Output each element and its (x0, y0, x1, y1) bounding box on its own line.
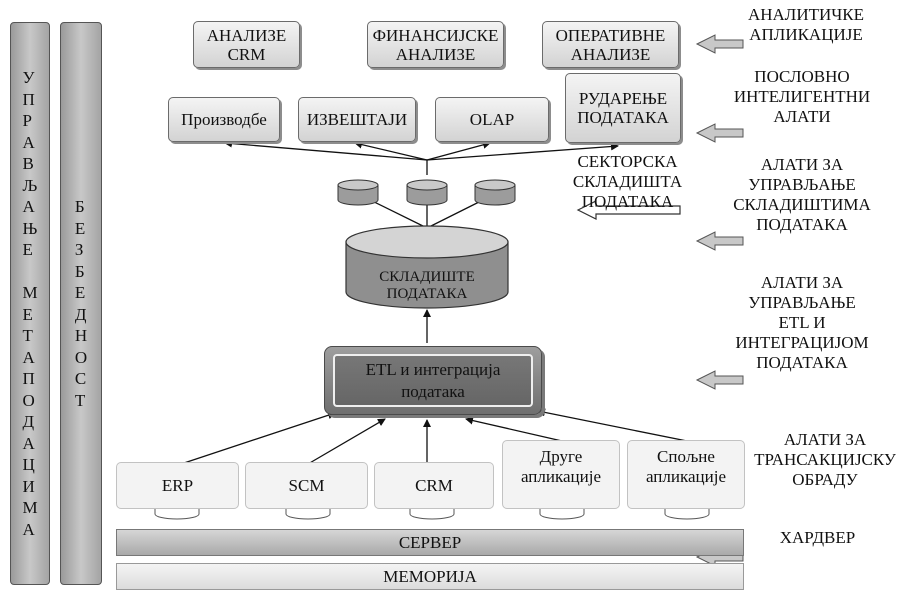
security-letter: Д (74, 304, 87, 324)
source-crm-label: CRM (415, 476, 453, 495)
security-letter: Е (74, 283, 86, 302)
source-external-apps: Спољне апликације (627, 440, 745, 509)
metadata_management-letter: А (22, 433, 35, 453)
app-financial-analysis: ФИНАНСИЈСКЕ АНАЛИЗЕ (367, 21, 504, 68)
security-letter: Б (74, 197, 85, 216)
layer-label-warehouse-tools: АЛАТИ ЗА УПРАВЉАЊЕ СКЛАДИШТИМА ПОДАТАКА (733, 155, 871, 234)
source-other-apps: Друге апликације (502, 440, 620, 509)
security-letter: З (74, 240, 84, 259)
metadata_management-letter: А (22, 132, 35, 152)
metadata_management-letter: О (22, 390, 35, 410)
data-marts-label: СЕКТОРСКА СКЛАДИШТА ПОДАТАКА (572, 152, 683, 211)
bi-tool-data-mining: РУДАРЕЊЕ ПОДАТАКА (565, 73, 681, 143)
metadata_management-letter: П (22, 369, 35, 388)
bi-tool-reports: Производбе (168, 97, 280, 142)
security-letter: Б (74, 261, 85, 281)
metadata_management-letter: У (22, 68, 35, 87)
metadata_management-letter: А (22, 347, 35, 367)
security-letter: Н (74, 326, 88, 345)
source-crm: CRM (374, 462, 494, 509)
metadata_management-letter: Љ (22, 175, 38, 195)
layer-label-transaction-tools: АЛАТИ ЗА ТРАНСАКЦИЈСКУ ОБРАДУ (754, 430, 896, 489)
metadata_management-letter: Е (22, 240, 33, 259)
metadata_management-letter: Е (22, 304, 33, 324)
layer-label-analytic-apps: АНАЛИТИЧКЕ АПЛИКАЦИЈЕ (747, 5, 865, 44)
data-warehouse-label: СКЛАДИШТЕ ПОДАТАКА (379, 269, 475, 302)
layer-label-etl-tools: АЛАТИ ЗА УПРАВЉАЊЕ ETL И ИНТЕГРАЦИЈОМ ПО… (735, 273, 869, 372)
source-scm-label: SCM (288, 476, 325, 495)
app-crm-analysis: АНАЛИЗЕ CRM (193, 21, 300, 68)
source-external-apps-label: Спољне апликације (645, 447, 726, 486)
metadata_management-letter: В (22, 154, 34, 173)
metadata_management-letter: Ц (22, 455, 35, 474)
security-letter: С (74, 369, 87, 388)
etl-integration-block: ETL и интеграција података (324, 346, 542, 415)
memory-bar: МЕМОРИЈА (116, 563, 744, 590)
security-letter: Т (74, 390, 86, 410)
metadata_management-letter: А (22, 519, 35, 539)
source-erp-label: ERP (161, 476, 194, 495)
metadata_management-letter: П (22, 89, 35, 109)
metadata_management-letter: Д (22, 412, 35, 431)
layer-label-bi-tools: ПОСЛОВНО ИНТЕЛИГЕНТНИ АЛАТИ (733, 67, 871, 126)
security-letter: О (74, 347, 88, 367)
metadata_management-letter: М (22, 283, 38, 302)
metadata_management-letter: И (22, 476, 35, 496)
metadata_management-letter: А (22, 197, 35, 216)
metadata_management-letter: Р (22, 111, 32, 130)
security-letter: Е (74, 218, 86, 238)
source-other-apps-label: Друге апликације (520, 447, 601, 486)
bi-tool-statements: ИЗВЕШТАЈИ (298, 97, 416, 142)
metadata_management-letter: Њ (22, 218, 38, 238)
server-bar: СЕРВЕР (116, 529, 744, 556)
metadata_management-letter: Т (22, 326, 33, 345)
bi-tool-olap: OLAP (435, 97, 549, 142)
metadata_management-letter: М (22, 498, 38, 517)
etl-integration-label: ETL и интеграција података (333, 354, 533, 407)
source-erp: ERP (116, 462, 239, 509)
app-operational-analysis: ОПЕРАТИВНЕ АНАЛИЗЕ (542, 21, 679, 68)
source-scm: SCM (245, 462, 368, 509)
layer-label-hardware: ХАРДВЕР (779, 528, 856, 547)
